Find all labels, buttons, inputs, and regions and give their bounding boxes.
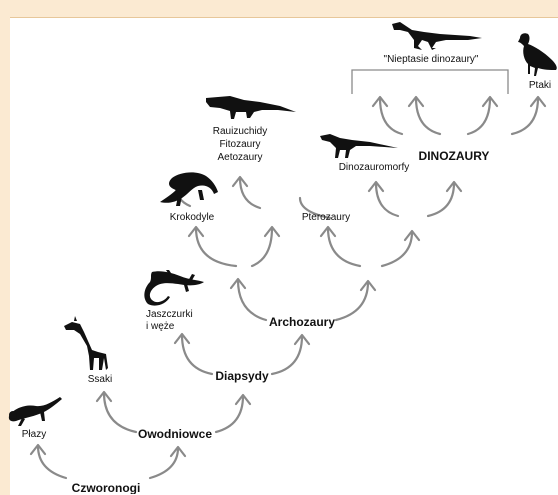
arrow-to-pterozaury: [321, 227, 360, 266]
nieptasie-bracket: [352, 70, 508, 94]
bird-icon: [518, 33, 557, 76]
arrow-to-rauizuchidy: [252, 227, 279, 266]
node-jaszczurki-line1: Jaszczurki: [146, 309, 193, 320]
node-rauizuchidy-line1: Rauizuchidy: [213, 126, 267, 137]
arrow-dinozauromorfy-right: [428, 182, 461, 216]
salamander-icon: [9, 397, 62, 426]
rauisuchid-icon: [206, 96, 296, 119]
node-diapsydy: Diapsydy: [215, 369, 269, 383]
node-ptaki: Ptaki: [529, 80, 551, 91]
dinosauromorph-icon: [320, 134, 398, 158]
node-krokodyle: Krokodyle: [170, 212, 215, 223]
arrow-dinozaury-to-nieptasie-left: [373, 97, 402, 134]
giraffe-icon: [64, 316, 108, 370]
arrow-owodniowce-to-diapsydy: [216, 395, 250, 432]
arrow-archozaury-to-ornithodira: [336, 281, 375, 320]
node-rauizuchidy-line2: Fitozaury: [219, 139, 260, 150]
node-dinozauromorfy: Dinozauromorfy: [339, 162, 410, 173]
arrow-archozaury-to-crurotarsi: [231, 279, 266, 320]
node-plazy: Płazy: [22, 429, 46, 440]
arrow-dinozaury-to-nieptasie-right: [468, 97, 497, 134]
arrow-dinozaury-to-nieptasie-mid: [409, 97, 440, 134]
node-czworonogi: Czworonogi: [72, 481, 141, 494]
arrow-dinozaury-to-ptaki: [512, 97, 545, 134]
node-nieptasie-dinozaury: "Nieptasie dinozaury": [384, 54, 479, 65]
node-pterozaury: Pterozaury: [302, 212, 350, 223]
crocodile-icon: [160, 172, 218, 206]
node-owodniowce: Owodniowce: [138, 427, 212, 441]
arrow-rauizuchidy-upper: [233, 177, 260, 208]
arrow-czworonogi-to-plazy: [31, 445, 66, 478]
node-jaszczurki-line2: i węże: [146, 321, 175, 332]
node-dinozaury: DINOZAURY: [419, 149, 490, 163]
arrow-dinozauromorfy-left: [369, 182, 398, 216]
arrow-diapsydy-to-jaszczurki: [175, 334, 212, 374]
node-rauizuchidy-line3: Aetozaury: [217, 152, 262, 163]
lizard-icon: [144, 270, 204, 306]
arrow-to-krokodyle: [189, 227, 236, 266]
theropod-icon: [392, 22, 482, 50]
arrow-czworonogi-to-owodniowce: [150, 447, 185, 478]
arrow-diapsydy-to-archozaury: [272, 335, 309, 374]
arrow-to-dinozauromorfy: [382, 231, 419, 266]
node-archozaury: Archozaury: [269, 315, 335, 329]
arrow-owodniowce-to-ssaki: [97, 392, 136, 432]
node-ssaki: Ssaki: [88, 374, 112, 385]
